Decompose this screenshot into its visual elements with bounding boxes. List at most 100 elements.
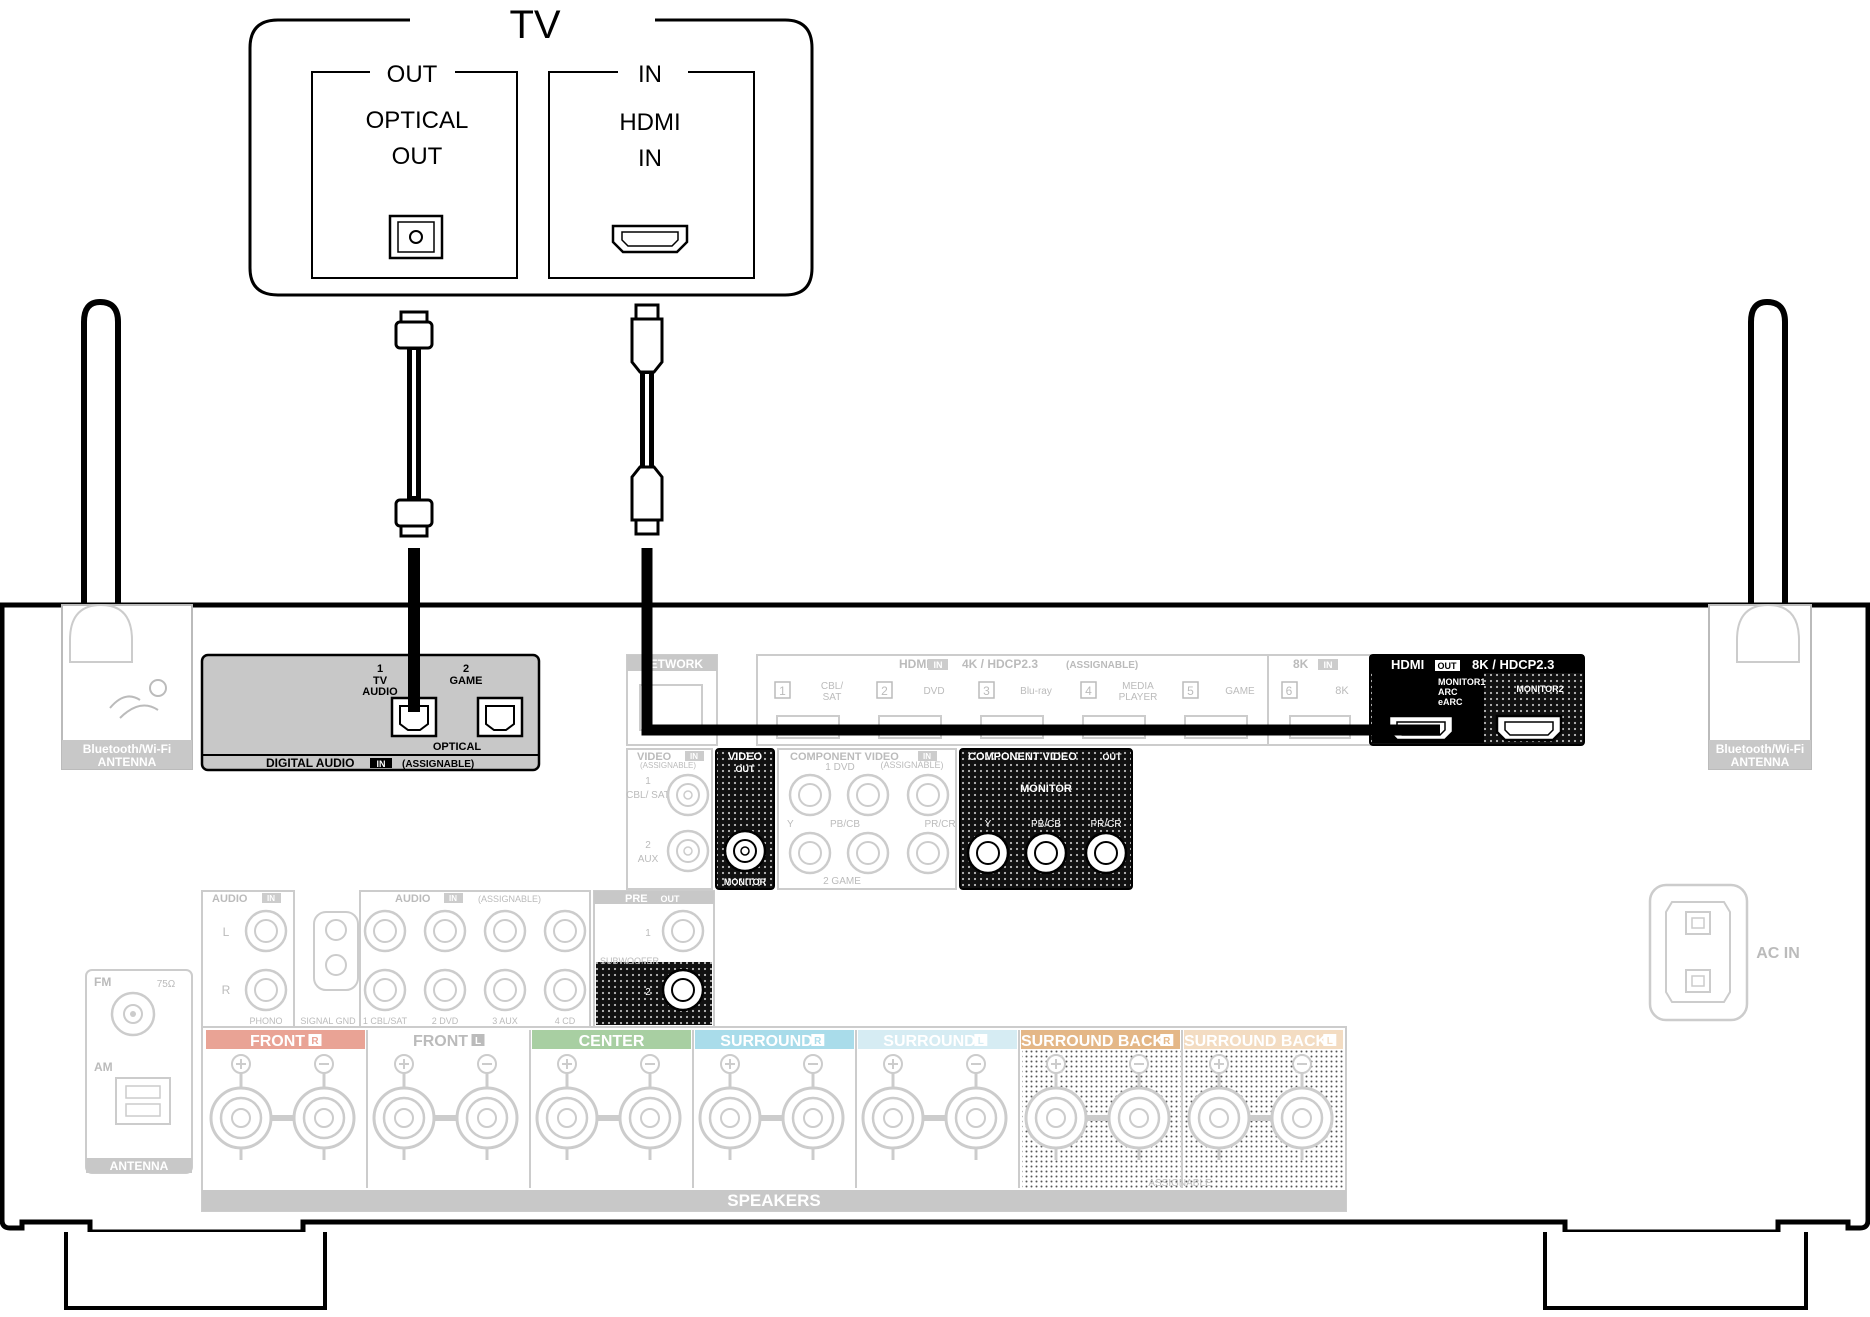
optical-plug-bottom	[394, 498, 434, 538]
tv-optical-port-icon[interactable]	[388, 214, 444, 260]
tv-device: TV OUT OPTICAL OUT IN HDMI IN	[248, 3, 814, 297]
audio-in-badge: IN	[267, 894, 275, 903]
speaker-side-letter: L	[978, 1036, 984, 1047]
rca-jack[interactable]	[423, 909, 467, 953]
digital-audio-badge-box	[370, 758, 392, 768]
speaker-side-badge	[1323, 1034, 1337, 1046]
component-out-monitor: MONITOR	[1020, 783, 1072, 795]
video-in-p1-name: CBL/ SAT	[626, 790, 670, 801]
digital-audio-port1-line2: AUDIO	[362, 686, 398, 698]
speaker-side-badge	[974, 1034, 988, 1046]
hdmi-in-port-name: SAT	[823, 692, 842, 703]
hdmi-in-title: HDMI	[899, 657, 930, 671]
component-in-jacks[interactable]	[788, 773, 950, 875]
digital-audio-port1-num: 1	[377, 663, 383, 675]
hdmi-in-port-name: Blu-ray	[1020, 686, 1052, 697]
speaker-side-badge	[811, 1034, 825, 1046]
hdmi-out-title: HDMI	[1391, 657, 1424, 672]
hdmi-in-port-num: 2	[881, 684, 888, 698]
video-in-title: VIDEO	[637, 751, 672, 763]
component-in-badge: IN	[923, 752, 931, 761]
speaker-terminal-minus[interactable]	[1270, 1054, 1334, 1160]
audio-in-title: AUDIO	[212, 893, 248, 905]
component-out-panel: COMPONENT VIDEO OUT MONITOR Y PB/CB PR/C…	[959, 748, 1133, 890]
right-antenna-base: Bluetooth/Wi-Fi ANTENNA	[1708, 603, 1812, 770]
hdmi-out-monitor1-l1: MONITOR1	[1438, 677, 1485, 687]
speaker-side-letter: R	[814, 1036, 822, 1047]
component-in-y: Y	[787, 819, 794, 830]
speaker-terminal-minus[interactable]	[1107, 1054, 1171, 1160]
speaker-terminal-plus[interactable]	[209, 1054, 273, 1160]
hdmi-in-badge: IN	[934, 660, 943, 670]
optical-cable	[394, 310, 434, 712]
pre-out-1-jack[interactable]	[661, 909, 705, 953]
rca-jack[interactable]	[363, 909, 407, 953]
speaker-terminal-plus[interactable]	[1187, 1054, 1251, 1160]
video-in-p1-num: 1	[645, 776, 651, 787]
fm-jack[interactable]	[110, 991, 156, 1037]
rca-jack[interactable]	[483, 968, 527, 1012]
antenna-am: AM	[94, 1060, 113, 1074]
hdmi-in-port-name: GAME	[1225, 686, 1255, 697]
hdmi-8k-title: 8K	[1293, 657, 1309, 671]
am-terminal[interactable]	[115, 1077, 171, 1125]
optical-port-game[interactable]	[476, 696, 524, 738]
speaker-terminal-plus[interactable]	[535, 1054, 599, 1160]
pre-out-subwoofer: SUBWOOFER	[600, 956, 660, 966]
digital-audio-port2-num: 2	[463, 663, 469, 675]
component-out-badge: OUT	[1103, 752, 1123, 762]
tv-outline	[248, 18, 814, 297]
signal-gnd-terminal[interactable]: SIGNAL GND	[300, 911, 359, 1026]
hdmi-8k-num: 6	[1286, 684, 1293, 698]
speaker-terminal-minus[interactable]	[292, 1054, 356, 1160]
speaker-terminal-minus[interactable]	[781, 1054, 845, 1160]
left-antenna-label-1: Bluetooth/Wi-Fi	[83, 742, 172, 756]
rca-jack[interactable]	[483, 909, 527, 953]
component-out-jacks[interactable]	[966, 831, 1128, 875]
audio-phono-panel: AUDIO IN L R PHONO	[201, 890, 295, 1028]
speaker-terminal-plus[interactable]	[861, 1054, 925, 1160]
antenna-title: ANTENNA	[110, 1159, 169, 1173]
video-in-2-jack[interactable]	[666, 829, 710, 873]
rca-jack[interactable]	[423, 968, 467, 1012]
component-in-title: COMPONENT VIDEO	[790, 751, 899, 763]
speaker-group-label: SURROUND BACK	[1021, 1033, 1165, 1050]
tv-hdmi-port-icon[interactable]	[611, 224, 689, 254]
speaker-group-header	[369, 1030, 528, 1049]
rca-jack[interactable]	[363, 968, 407, 1012]
hdmi-in-6-port[interactable]: 6 8K	[1281, 681, 1351, 739]
speaker-terminal-minus[interactable]	[944, 1054, 1008, 1160]
speaker-terminal-plus[interactable]	[372, 1054, 436, 1160]
component-in-label-1: 1 DVD	[825, 762, 854, 773]
speaker-terminal-minus[interactable]	[455, 1054, 519, 1160]
tv-title: TV	[509, 3, 560, 47]
right-foot	[1543, 1232, 1808, 1310]
rca-jack-inner	[493, 919, 517, 943]
speakers-assignable: ASSIGNABLE	[1148, 1178, 1212, 1189]
subwoofer-jack[interactable]	[661, 968, 705, 1012]
video-in-p2-name: AUX	[638, 854, 659, 865]
ac-inlet[interactable]	[1648, 883, 1749, 1022]
speaker-group-label: SURROUND	[883, 1033, 975, 1050]
speaker-terminal-plus[interactable]	[698, 1054, 762, 1160]
video-out-badge: OUT	[736, 764, 756, 774]
left-antenna-base: Bluetooth/Wi-Fi ANTENNA	[61, 603, 193, 770]
rca-jack[interactable]	[543, 968, 587, 1012]
hdmi-out-monitor2-port[interactable]	[1495, 714, 1563, 742]
video-in-1-jack[interactable]	[666, 773, 710, 817]
audio-assignable-label: 3 AUX	[492, 1016, 518, 1026]
left-antenna-label-2: ANTENNA	[98, 755, 157, 769]
phono-jacks[interactable]	[244, 909, 288, 1012]
video-out-monitor-jack[interactable]	[723, 829, 767, 873]
digital-audio-badge: IN	[377, 759, 386, 769]
speaker-terminal-plus[interactable]	[1024, 1054, 1088, 1160]
speaker-group-label: FRONT	[250, 1033, 305, 1050]
hdmi-in-port-name: CBL/	[821, 681, 843, 692]
speaker-group-header	[1184, 1030, 1343, 1049]
component-in-pb: PB/CB	[830, 819, 860, 830]
speaker-terminal-minus[interactable]	[618, 1054, 682, 1160]
rca-jack[interactable]	[543, 909, 587, 953]
